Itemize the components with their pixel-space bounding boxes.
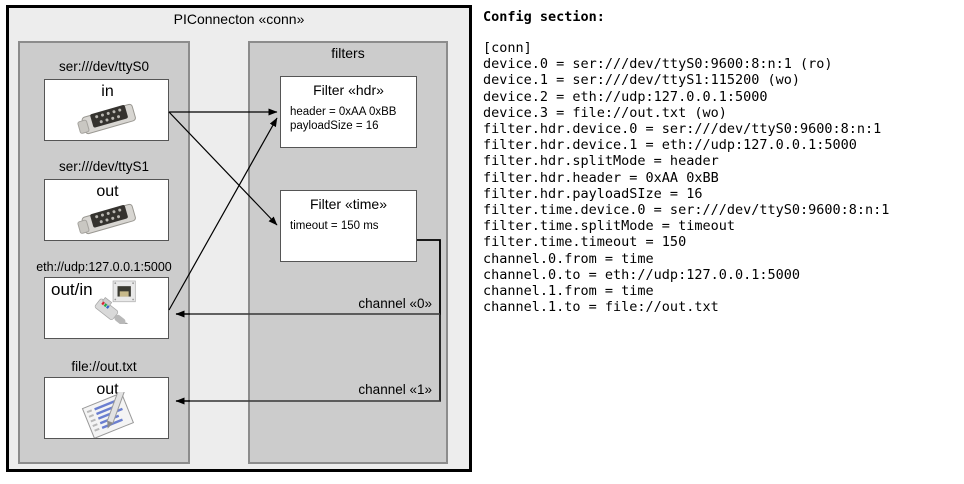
device-direction-ttys0: in (101, 83, 114, 100)
device-label-ttys0: ser:///dev/ttyS0 (58, 59, 150, 74)
filter-card-time[interactable]: Filter «time» timeout = 150 ms (280, 190, 417, 262)
device-card-ttys1[interactable]: out (44, 179, 169, 241)
filter-hdr-attr-header: header = 0xAA 0xBB (290, 106, 397, 118)
filters-panel-title: filters (331, 45, 365, 61)
channel-1-label: channel «1» (358, 382, 432, 397)
device-label-ttys1: ser:///dev/ttyS1 (58, 159, 150, 174)
filter-card-hdr[interactable]: Filter «hdr» header = 0xAA 0xBB payloadS… (280, 76, 417, 148)
config-section: Config section: [conn] device.0 = ser://… (483, 0, 964, 484)
filter-hdr-attr-payloadsize: payloadSize = 16 (290, 120, 379, 132)
device-direction-file: out (96, 381, 119, 398)
architecture-diagram: PIConnecton «conn» filters ser:///dev/tt… (0, 0, 478, 484)
filter-time-attr-timeout: timeout = 150 ms (290, 220, 379, 232)
config-heading: Config section: (483, 9, 605, 25)
device-label-file: file://out.txt (71, 359, 137, 374)
device-card-file[interactable]: out (44, 377, 169, 439)
device-label-eth: eth://udp:127.0.0.1:5000 (36, 260, 172, 274)
diagram-title: PIConnecton «conn» (173, 11, 305, 27)
filter-hdr-title: Filter «hdr» (313, 82, 384, 98)
device-card-eth[interactable]: out/in (44, 277, 169, 339)
device-direction-eth: out/in (51, 280, 93, 299)
channel-0-label: channel «0» (358, 296, 432, 311)
filter-time-title: Filter «time» (309, 196, 388, 212)
device-direction-ttys1: out (96, 183, 119, 200)
device-card-ttys0[interactable]: in (44, 79, 169, 141)
config-text: [conn] device.0 = ser:///dev/ttyS0:9600:… (483, 40, 890, 316)
